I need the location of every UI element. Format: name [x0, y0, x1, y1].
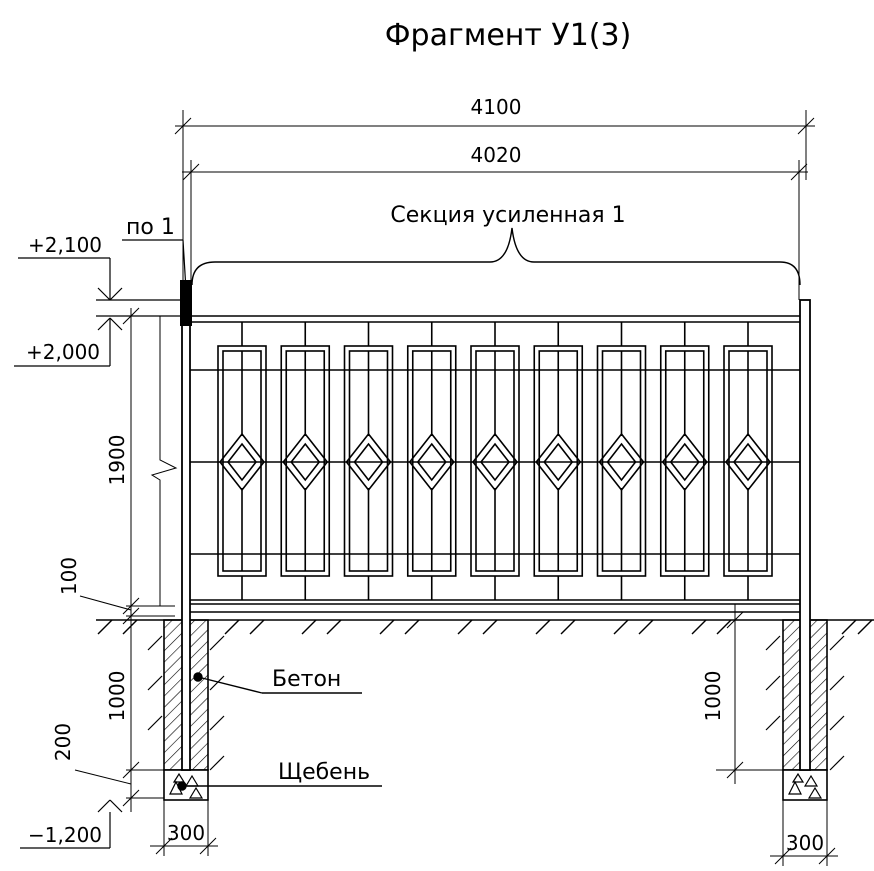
right-foundation-depth-label: 1000: [701, 671, 725, 722]
fence-panel: [280, 322, 331, 600]
fence-panel: [533, 322, 584, 600]
dimension-total-width: [174, 110, 815, 300]
right-pit-width-dimension: [770, 800, 838, 866]
post-leader: [122, 239, 187, 291]
fence-panel: [723, 322, 773, 600]
fence-height-label: 1900: [105, 435, 129, 486]
right-pit-width-label: 300: [786, 831, 824, 855]
ground-line: [96, 619, 874, 635]
concrete-leader: [193, 672, 362, 694]
elevation-post-top: +2,100: [28, 233, 102, 257]
right-vertical-dimension: [716, 604, 790, 784]
drawing-title: Фрагмент У1(3): [385, 18, 632, 53]
dimension-section-width: [182, 160, 808, 300]
left-pit-width-label: 300: [167, 821, 205, 845]
post-label: по 1: [126, 215, 175, 240]
right-post: [799, 299, 811, 771]
ground-gap-label: 100: [57, 557, 81, 595]
gravel-label: Щебень: [278, 760, 370, 785]
fence-panel: [406, 322, 457, 600]
section-label: Секция усиленная 1: [390, 203, 625, 228]
left-vertical-dimensions: [74, 307, 178, 812]
fence-panel: [470, 322, 520, 600]
section-width-label: 4020: [471, 143, 522, 167]
fence-panels: [217, 322, 773, 600]
right-pit-soil-hatch: [765, 635, 845, 771]
elevation-pit-bottom: −1,200: [28, 823, 102, 847]
elevation-pit-bottom-marker: [20, 799, 123, 849]
fence-panel: [596, 322, 647, 600]
section-brace: [191, 227, 801, 286]
fence-panel: [343, 322, 394, 600]
concrete-label: Бетон: [272, 667, 341, 692]
fence-panel: [217, 322, 267, 600]
left-foundation-depth-label: 1000: [105, 671, 129, 722]
elevation-section-top: +2,000: [26, 340, 100, 364]
total-width-label: 4100: [471, 95, 522, 119]
left-pit-soil-hatch: [147, 635, 225, 771]
left-pit-width-dimension: [150, 800, 218, 856]
fence-panel: [659, 322, 710, 600]
gravel-leader: [177, 781, 382, 791]
gravel-layer-label: 200: [51, 723, 75, 761]
elevation-section-top-marker: [14, 315, 190, 367]
elevation-post-top-marker: [18, 257, 185, 301]
left-post: [180, 280, 192, 771]
